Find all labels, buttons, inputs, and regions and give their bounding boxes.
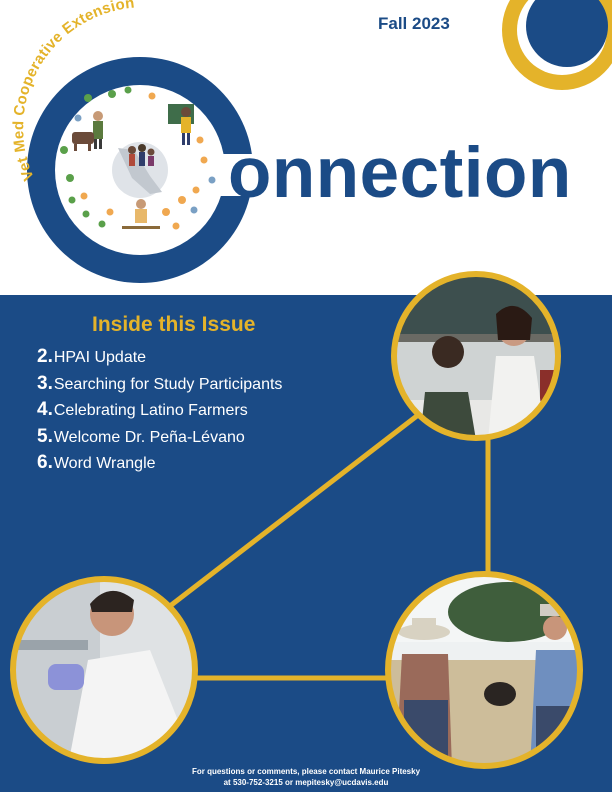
toc-item-number: 4. xyxy=(37,399,53,420)
toc-title: Inside this Issue xyxy=(92,313,256,336)
toc-item-title: HPAI Update xyxy=(53,349,147,366)
toc-item-number: 6. xyxy=(37,452,53,473)
toc-item-title: Searching for Study Participants xyxy=(53,375,283,393)
plant-icon xyxy=(60,86,132,228)
toc-item[interactable]: 3.Searching for Study Participants xyxy=(37,373,282,400)
toc-item-title: Celebrating Latino Farmers xyxy=(53,402,248,419)
toc-item-title: Welcome Dr. Peña-Lévano xyxy=(53,428,245,446)
toc-item[interactable]: 4.Celebrating Latino Farmers xyxy=(37,399,282,426)
teacher-icon xyxy=(168,104,194,145)
toc-item[interactable]: 6.Word Wrangle xyxy=(37,452,282,479)
logo-illustrations xyxy=(60,86,216,230)
toc-item-title: Word Wrangle xyxy=(53,455,156,472)
cow-icon xyxy=(72,132,94,151)
photo-ranchers xyxy=(385,571,583,769)
corner-rings-decoration xyxy=(502,0,612,90)
contact-line-1: For questions or comments, please contac… xyxy=(191,767,421,776)
toc-item[interactable]: 2.HPAI Update xyxy=(37,346,282,373)
scientist-icon xyxy=(122,199,160,229)
contact-line-2: at 530-752-3215 or mepitesky@ucdavis.edu xyxy=(223,778,389,787)
newsletter-wordmark: onnection xyxy=(228,134,572,213)
chart-icon xyxy=(74,114,216,214)
farmer-icon xyxy=(93,111,103,149)
toc-item-number: 5. xyxy=(37,425,53,447)
toc-item-number: 2. xyxy=(37,346,53,367)
family-icon xyxy=(128,144,155,166)
toc-list: 2.HPAI Update 3.Searching for Study Part… xyxy=(37,346,282,479)
photo-classroom xyxy=(391,271,561,441)
toc-item-number: 3. xyxy=(37,372,53,394)
microscope-icon xyxy=(80,92,208,230)
photo-connectors xyxy=(168,410,491,681)
issue-season: Fall 2023 xyxy=(378,14,450,33)
toc-item[interactable]: 5.Welcome Dr. Peña-Lévano xyxy=(37,426,282,453)
